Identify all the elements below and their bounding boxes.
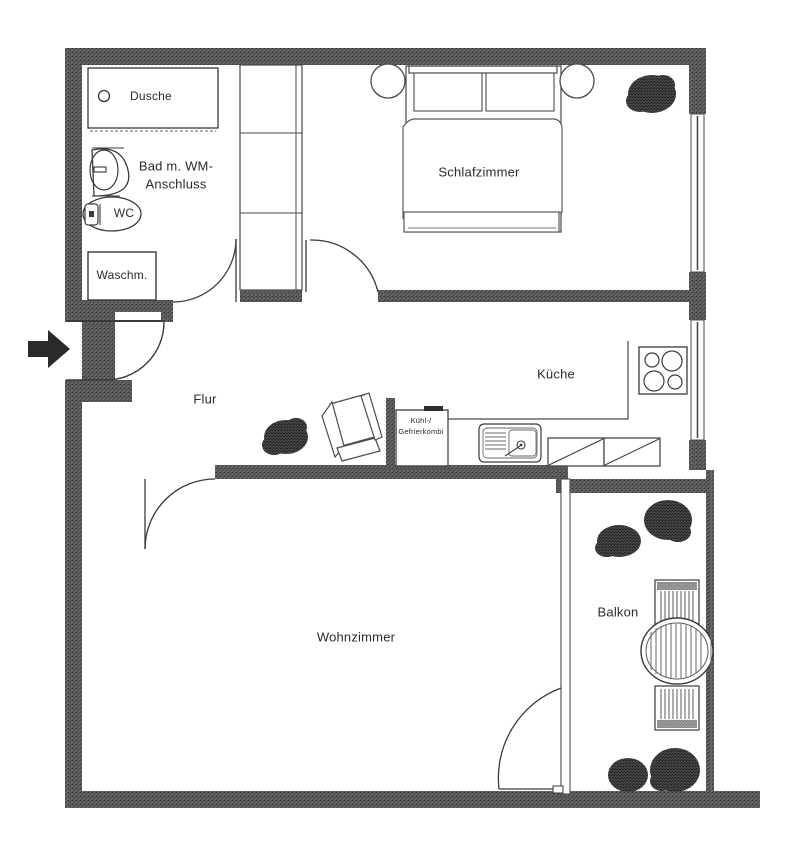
plant-icon-balcony-2 [644, 500, 692, 542]
kitchen-label: Küche [537, 366, 575, 381]
plant-icon-balcony-1 [595, 525, 641, 557]
bathroom-label-line2: Anschluss [145, 176, 206, 191]
fridge-freezer [395, 406, 449, 467]
balcony-chair-top [654, 579, 700, 625]
kitchen-counter [447, 341, 629, 466]
balcony-door-swing [497, 687, 564, 794]
bathroom-door-swing [172, 238, 237, 303]
shower-tray [87, 67, 219, 132]
sink [478, 423, 542, 463]
bedroom-label: Schlafzimmer [438, 164, 520, 179]
balcony-chair-bottom [654, 685, 700, 731]
stove-cooktop [638, 346, 688, 395]
entrance-arrow [28, 330, 70, 368]
washing-machine-label: Waschm. [97, 268, 148, 282]
livingroom-label: Wohnzimmer [317, 629, 396, 644]
fridge-label-line1: Kühl-/ [411, 416, 433, 425]
toilet [82, 196, 142, 232]
bathroom-label-line1: Bad m. WM- [139, 158, 213, 173]
washbasin [89, 147, 130, 197]
wardrobe-closet [239, 64, 303, 291]
interior-walls [82, 238, 706, 795]
balcony-label: Balkon [598, 604, 639, 619]
plant-icon-balcony-3 [608, 758, 648, 792]
window-kitchen-right [690, 319, 705, 441]
bedroom-door-swing [305, 239, 379, 293]
exterior-walls [65, 48, 760, 808]
wc-label: WC [114, 206, 135, 220]
hallway-label: Flur [193, 391, 217, 406]
plant-icon-bedroom [626, 75, 676, 113]
bed [370, 63, 595, 233]
base-cabinets [547, 437, 661, 467]
balcony-table [640, 617, 714, 685]
washing-machine [87, 251, 157, 301]
shower-label: Dusche [130, 89, 172, 103]
fridge-label-line2: Gefrierkombi [398, 427, 443, 436]
armchair [321, 392, 383, 462]
entry-door-swing [66, 320, 165, 381]
window-bedroom-right [690, 113, 705, 273]
plant-icon-hallway [262, 418, 308, 455]
balcony-area [595, 500, 714, 792]
livingroom-door-swing [144, 478, 216, 550]
plant-icon-balcony-4 [650, 748, 700, 792]
